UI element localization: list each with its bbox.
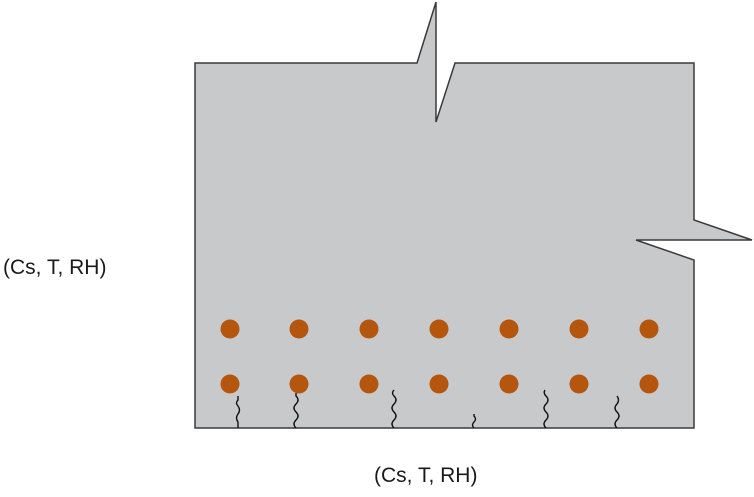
rebar-bar xyxy=(499,374,519,394)
rebar-group xyxy=(220,319,659,394)
rebar-bar xyxy=(289,374,309,394)
crack-group xyxy=(235,389,620,429)
crack-line xyxy=(235,396,241,428)
bottom-exposure-label: (Cs, T, RH) xyxy=(374,464,478,487)
rebar-bar xyxy=(289,319,309,339)
crack-line xyxy=(614,395,620,429)
crack-line xyxy=(391,389,397,429)
rebar-bar xyxy=(429,319,449,339)
rebar-bar xyxy=(359,374,379,394)
left-exposure-label: (Cs, T, RH) xyxy=(3,256,107,279)
crack-line xyxy=(471,414,477,429)
concrete-section xyxy=(194,1,753,429)
rebar-bar xyxy=(429,374,449,394)
rebar-bar xyxy=(220,374,240,394)
rebar-bar xyxy=(569,319,589,339)
rebar-bar xyxy=(359,319,379,339)
rebar-bar xyxy=(499,319,519,339)
crack-line xyxy=(543,389,549,429)
rebar-bar xyxy=(220,319,240,339)
rebar-bar xyxy=(639,319,659,339)
rebar-bar xyxy=(569,374,589,394)
crack-line xyxy=(293,393,299,429)
rebar-bar xyxy=(639,374,659,394)
